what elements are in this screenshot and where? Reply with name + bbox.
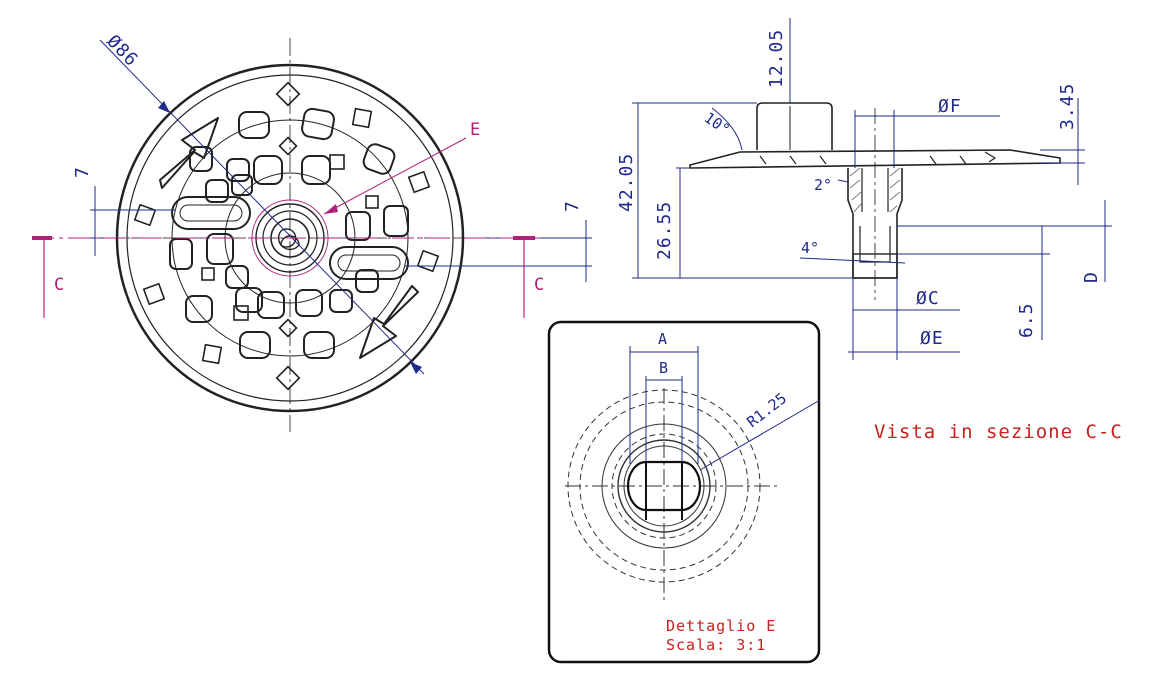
section-title: Vista in sezione C-C [874, 421, 1123, 443]
detail-title: Dettaglio E [666, 617, 776, 635]
angle-top: 10° [701, 109, 734, 139]
section-view [689, 102, 1061, 300]
detail-scale: Scala: 3:1 [666, 636, 766, 654]
detail-panel: A B R1.25 Dettaglio E Scala: 3:1 [547, 320, 821, 664]
dim-total-height: 42.05 [616, 153, 637, 212]
dia-f: ØF [938, 96, 962, 117]
dim-top-height: 12.05 [766, 29, 787, 88]
flange-top [689, 149, 1061, 169]
section-label-left: C [54, 275, 64, 295]
detail-e-arrow [324, 204, 338, 214]
dim7-left-label: 7 [72, 166, 93, 178]
dia86-label: Ø86 [102, 31, 142, 71]
angle-low: 4° [801, 239, 819, 257]
front-view [105, 38, 475, 432]
pads [169, 107, 409, 359]
dim-right-bottom: 6.5 [1016, 302, 1037, 338]
hatching [849, 167, 901, 213]
section-mark-left [32, 236, 52, 240]
section-dim-labels: 12.05 42.05 26.55 3.45 6.5 D 10° 2° 4° Ø… [616, 29, 1123, 443]
dia86-leader [99, 39, 425, 375]
angle-mid: 2° [814, 176, 832, 194]
front-dimensions: Ø86 E 7 7 C C [32, 31, 592, 375]
flange-ribs [759, 151, 997, 165]
slot-right [329, 246, 409, 280]
inner-rim [126, 74, 454, 402]
detail-drawing [565, 388, 778, 600]
section-mark-right [513, 236, 535, 240]
detail-dim-a: A [658, 330, 667, 348]
detail-e-marker: E [470, 120, 480, 140]
hub-keyhole [277, 228, 300, 251]
top-boss [756, 102, 833, 150]
slot-left-inner [179, 204, 243, 222]
detail-frame [547, 320, 821, 664]
dia-e: ØE [920, 328, 944, 349]
dim7-right-label: 7 [562, 200, 583, 212]
dia86-arrow-a [158, 101, 170, 113]
dia-c: ØC [916, 288, 940, 309]
dia86-arrow-b [410, 362, 422, 374]
detail-dim-b: B [659, 359, 668, 377]
dim-right-top: 3.45 [1057, 83, 1078, 130]
small-squares [133, 81, 440, 391]
detail-e-leader [323, 137, 467, 215]
dim-lower-height: 26.55 [654, 201, 675, 260]
hub-inner [270, 218, 310, 258]
section-dimensions [632, 18, 1112, 360]
arrow-lower-right [359, 285, 419, 359]
slot-left [171, 196, 251, 230]
section-label-right: C [534, 275, 544, 295]
detail-dims [629, 346, 821, 471]
dim-d-label: D [1081, 271, 1102, 283]
stem-tip [852, 253, 898, 279]
